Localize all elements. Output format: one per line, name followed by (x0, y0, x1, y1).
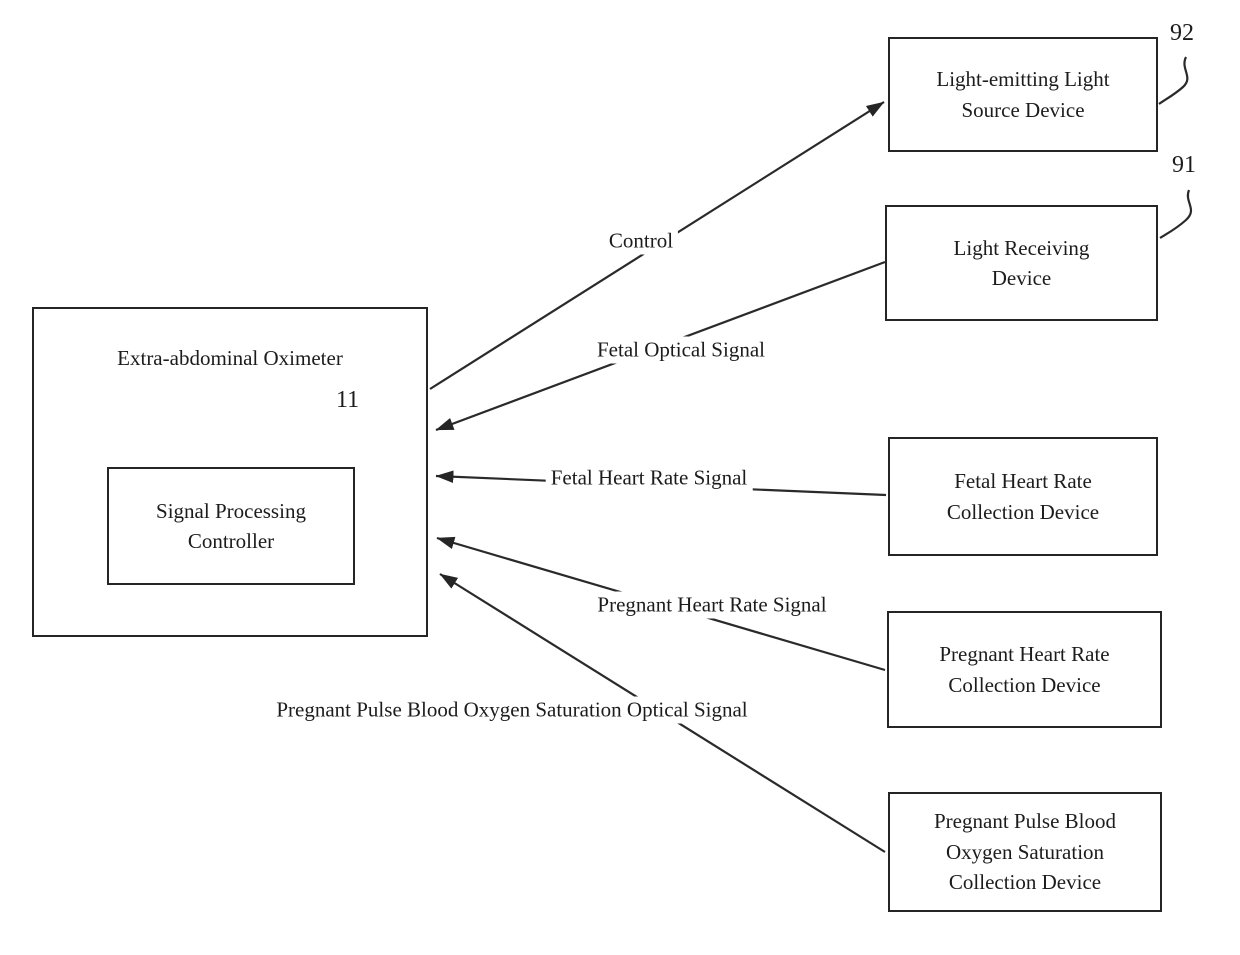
pregnant-heart-rate-device-label: Pregnant Heart Rate Collection Device (939, 642, 1110, 697)
light-receiving-device-label: Light Receiving Device (953, 235, 1090, 290)
fetal-heart-rate-device-box: Fetal Heart Rate Collection Device (888, 437, 1158, 556)
ref-91-leader-line (1159, 189, 1193, 239)
control-edge-label: Control (603, 227, 679, 255)
fetal-heart-rate-signal-edge-label: Fetal Heart Rate Signal (545, 464, 753, 492)
light-source-device-box: Light-emitting Light Source Device (888, 37, 1158, 152)
pregnant-heart-rate-signal-edge-label: Pregnant Heart Rate Signal (592, 591, 832, 619)
signal-processing-controller-label: Signal Processing Controller (156, 498, 306, 553)
ref-92-leader-line (1158, 56, 1189, 105)
pregnant-spo2-signal-edge-label: Pregnant Pulse Blood Oxygen Saturation O… (271, 696, 753, 724)
pregnant-spo2-device-box: Pregnant Pulse Blood Oxygen Saturation C… (888, 792, 1162, 912)
fetal-optical-signal-edge-label: Fetal Optical Signal (592, 336, 770, 364)
pregnant-spo2-device-label: Pregnant Pulse Blood Oxygen Saturation C… (934, 809, 1116, 895)
light-source-device-label: Light-emitting Light Source Device (936, 67, 1110, 122)
oximeter-label: Extra-abdominal Oximeter (117, 346, 343, 370)
light-receiving-device-box: Light Receiving Device (885, 205, 1158, 321)
pregnant-heart-rate-device-box: Pregnant Heart Rate Collection Device (887, 611, 1162, 728)
fetal-heart-rate-device-label: Fetal Heart Rate Collection Device (946, 469, 1100, 524)
ref-92: 92 (1170, 20, 1194, 46)
signal-processing-controller-box: Signal Processing Controller (107, 467, 355, 585)
ref-91: 91 (1172, 152, 1196, 178)
ref-11: 11 (336, 387, 360, 413)
